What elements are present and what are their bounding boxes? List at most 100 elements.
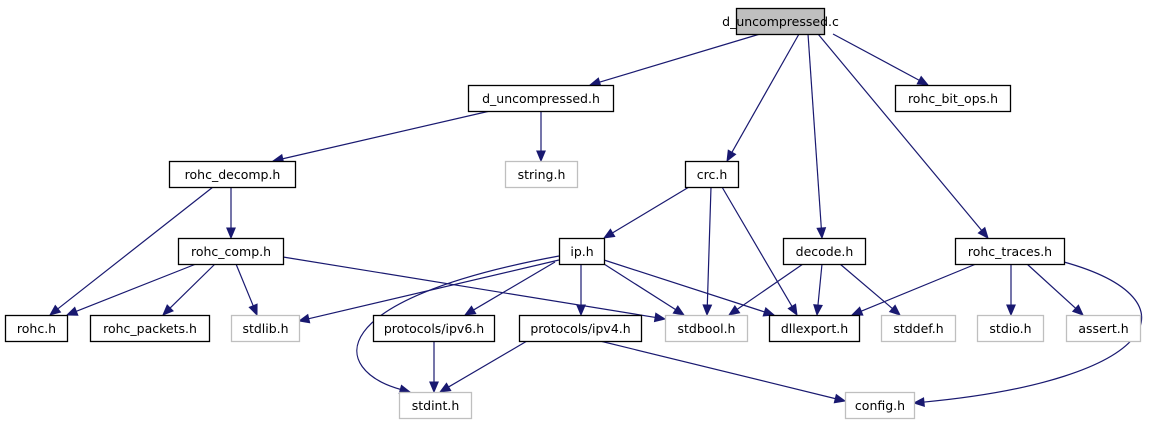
edge-protocols-ipv4-h-to-config-h: [599, 340, 847, 404]
arrowhead-icon: [602, 228, 616, 239]
arrowhead-icon: [912, 397, 925, 407]
edge-line: [611, 186, 690, 234]
edge-crc-h-to-dllexport-h: [721, 186, 798, 317]
arrowhead-icon: [226, 227, 236, 240]
edge-line: [447, 340, 528, 388]
node-box: [735, 7, 826, 36]
node-label: stdlib.h: [242, 321, 288, 336]
node-stdlib-h: stdlib.h: [230, 314, 301, 343]
edge-line: [472, 261, 556, 311]
node-label: config.h: [855, 398, 905, 413]
node-label: protocols/ipv4.h: [530, 321, 630, 336]
edge-line: [169, 263, 216, 310]
node-box: [4, 314, 69, 343]
edge-ip-h-to-protocols-ipv6-h: [463, 261, 556, 316]
node-rohc-comp-h[interactable]: rohc_comp.h: [177, 237, 285, 266]
arrowhead-icon: [672, 305, 686, 316]
edge-crc-h-to-stdbool-h: [702, 186, 713, 317]
arrowhead-icon: [888, 304, 901, 316]
node-box: [518, 314, 643, 343]
node-label: rohc.h: [17, 321, 56, 336]
node-label: dllexport.h: [781, 321, 848, 336]
node-dllexport-h[interactable]: dllexport.h: [768, 314, 861, 343]
node-string-h: string.h: [504, 160, 579, 189]
node-protocols-ipv4-h[interactable]: protocols/ipv4.h: [518, 314, 643, 343]
node-rohc-h[interactable]: rohc.h: [4, 314, 69, 343]
edge-rohc-comp-h-to-rohc-h: [65, 263, 197, 316]
edge-d-uncompressed-h-to-rohc-decomp-h: [271, 110, 491, 164]
edge-d-uncompressed-c-to-rohc-traces-h: [817, 33, 989, 239]
node-decode-h[interactable]: decode.h: [782, 237, 867, 266]
arrowhead-icon: [816, 227, 827, 240]
edge-crc-h-to-ip-h: [602, 186, 690, 239]
edge-line: [1026, 263, 1077, 310]
edge-line: [282, 256, 657, 319]
node-label: rohc_bit_ops.h: [908, 91, 998, 106]
node-box: [398, 391, 473, 420]
arrowhead-icon: [429, 381, 439, 394]
edge-line: [817, 263, 823, 307]
node-box: [230, 314, 301, 343]
arrowhead-icon: [1006, 304, 1016, 317]
node-rohc-traces-h[interactable]: rohc_traces.h: [954, 237, 1066, 266]
edge-ip-h-to-stdint-h: [356, 255, 560, 394]
edge-line: [235, 263, 255, 307]
node-rohc-packets-h[interactable]: rohc_packets.h: [89, 314, 211, 343]
node-box: [558, 237, 606, 266]
edge-line: [860, 263, 977, 313]
edge-line: [599, 340, 837, 400]
edge-line: [807, 33, 822, 230]
arrowhead-icon: [536, 150, 546, 163]
node-label: decode.h: [796, 244, 854, 259]
edge-d-uncompressed-c-to-d-uncompressed-h: [588, 33, 761, 87]
node-label: ip.h: [570, 244, 593, 259]
arrowhead-icon: [1071, 304, 1084, 316]
arrowhead-icon: [916, 75, 930, 86]
node-box: [467, 84, 615, 113]
arrowhead-icon: [702, 304, 713, 317]
node-box: [844, 391, 916, 420]
edge-ip-h-to-stdbool-h: [603, 263, 686, 316]
node-box: [894, 84, 1012, 113]
node-rohc-decomp-h[interactable]: rohc_decomp.h: [168, 160, 297, 189]
edge-rohc-comp-h-to-rohc-packets-h: [162, 263, 216, 316]
node-ip-h[interactable]: ip.h: [558, 237, 606, 266]
node-assert-h: assert.h: [1065, 314, 1142, 343]
node-stdbool-h: stdbool.h: [664, 314, 749, 343]
arrowhead-icon: [297, 313, 311, 324]
nodes-layer: d_uncompressed.c d_uncompressed.h rohc_bit…: [4, 7, 1142, 420]
edge-decode-h-to-stdbool-h: [727, 263, 804, 316]
edge-d-uncompressed-c-to-decode-h: [807, 33, 827, 240]
arrowhead-icon: [850, 306, 864, 316]
edge-d-uncompressed-c-to-crc-h: [726, 33, 800, 163]
node-stdio-h: stdio.h: [976, 314, 1045, 343]
arrowhead-icon: [726, 149, 737, 163]
node-label: protocols/ipv6.h: [384, 321, 484, 336]
arrowhead-icon: [162, 304, 174, 316]
node-stdint-h: stdint.h: [398, 391, 473, 420]
edges-layer: [48, 33, 1143, 407]
node-rohc-bit-ops-h[interactable]: rohc_bit_ops.h: [894, 84, 1012, 113]
edge-d-uncompressed-c-to-rohc-bit-ops-h: [832, 33, 930, 86]
arrowhead-icon: [576, 304, 586, 317]
node-stddef-h: stddef.h: [880, 314, 957, 343]
node-protocols-ipv6-h[interactable]: protocols/ipv6.h: [372, 314, 496, 343]
arrowhead-icon: [248, 303, 258, 317]
node-d-uncompressed-c[interactable]: d_uncompressed.c: [722, 7, 839, 36]
node-crc-h[interactable]: crc.h: [684, 160, 740, 189]
edge-line: [730, 33, 800, 154]
edge-line: [706, 186, 712, 307]
edge-d-uncompressed-h-to-string-h: [536, 111, 546, 163]
edge-line: [736, 263, 804, 311]
edge-protocols-ipv4-h-to-stdint-h: [438, 340, 528, 393]
node-box: [684, 160, 740, 189]
node-box: [89, 314, 211, 343]
edge-rohc-traces-h-to-assert-h: [1026, 263, 1084, 316]
arrowhead-icon: [762, 307, 776, 317]
node-d-uncompressed-h[interactable]: d_uncompressed.h: [467, 84, 615, 113]
edge-line: [603, 259, 766, 313]
node-label: d_uncompressed.h: [482, 91, 600, 106]
arrowhead-icon: [813, 304, 823, 317]
edge-line: [721, 186, 793, 308]
